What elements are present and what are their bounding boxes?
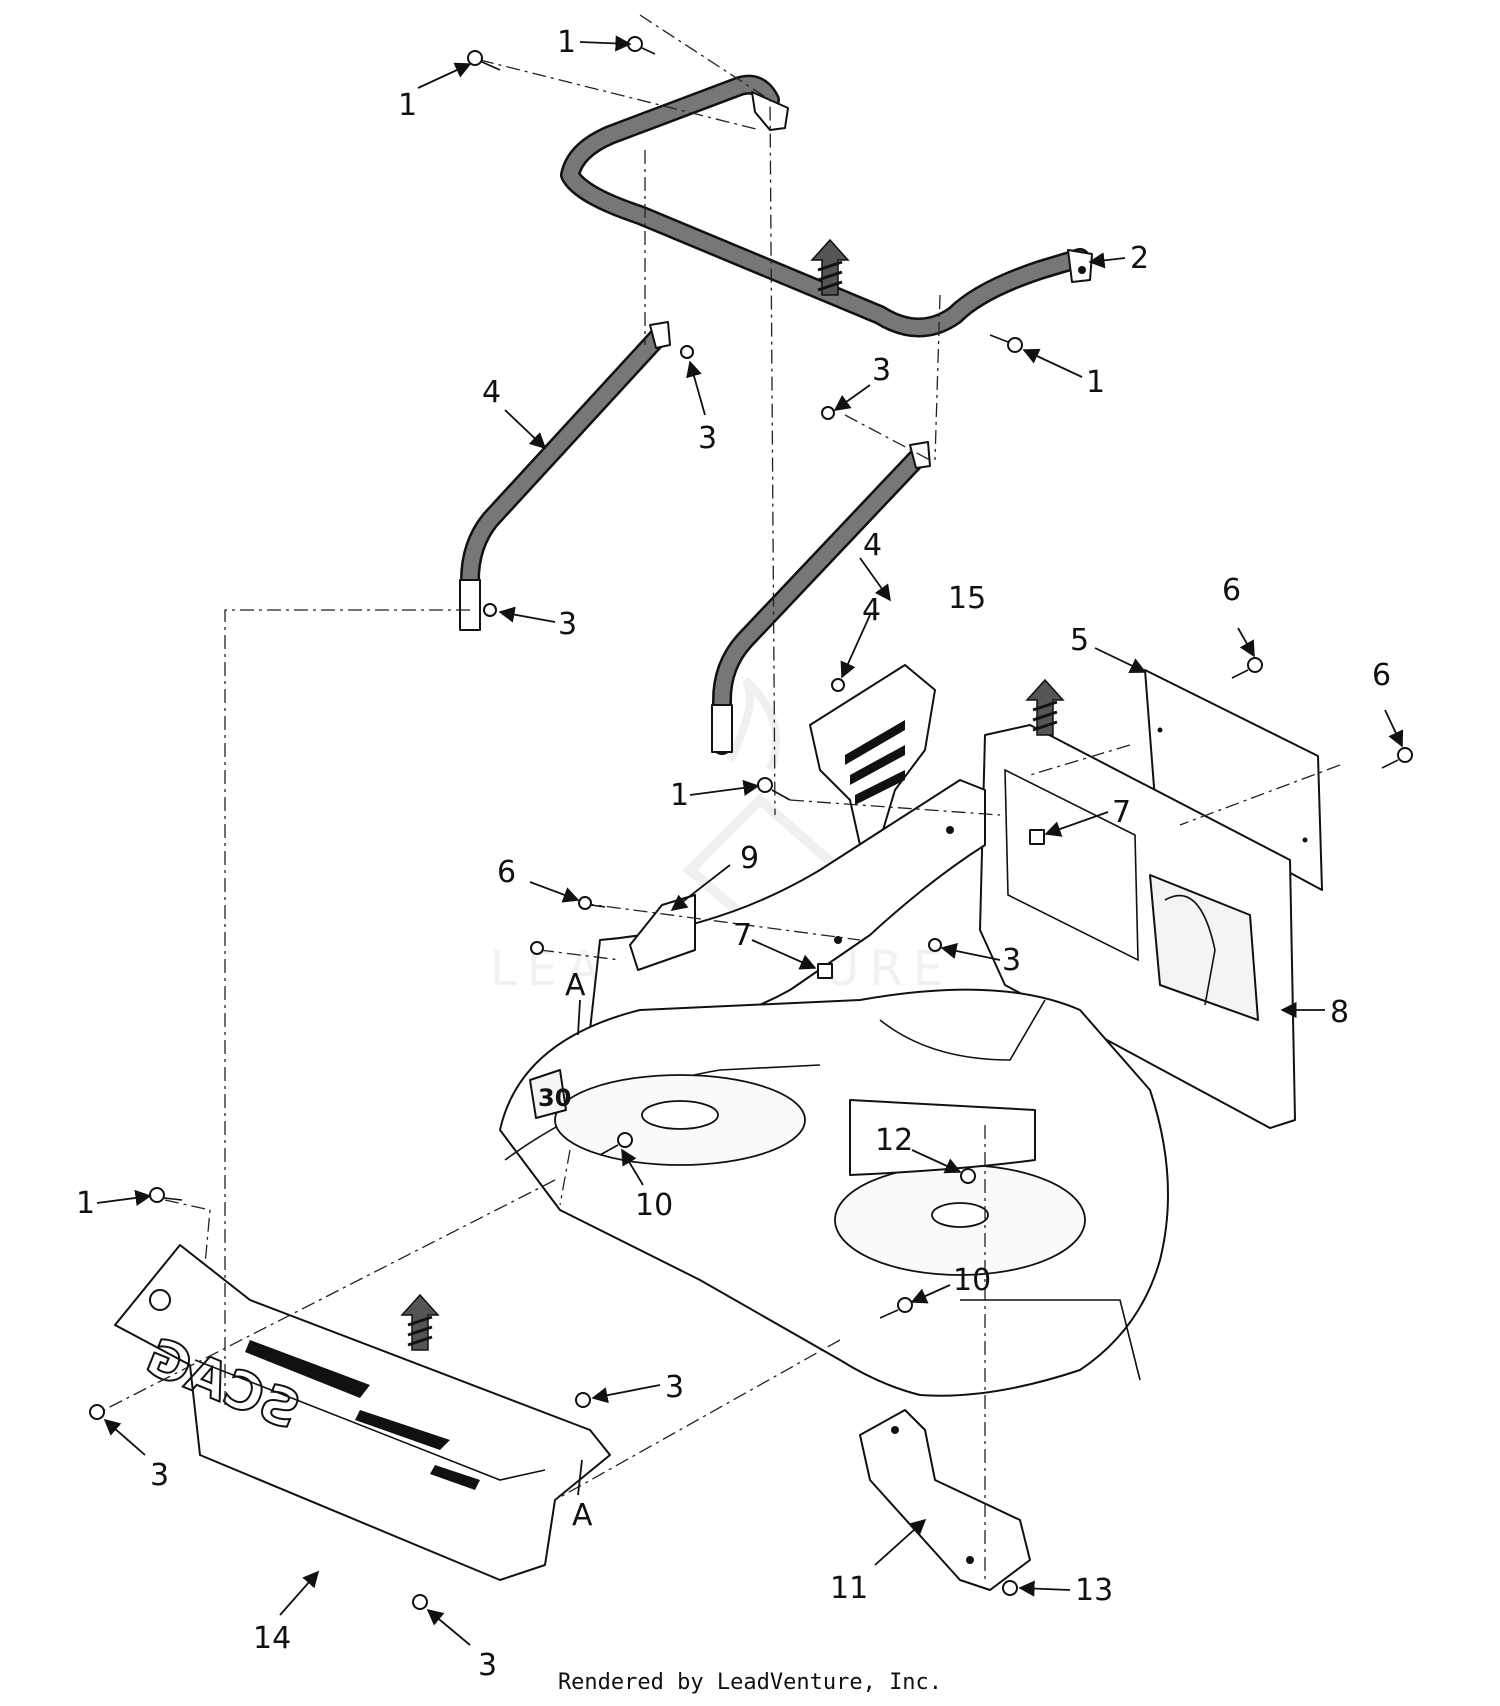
callout-15: 15 (948, 581, 986, 616)
callout-12: 12 (875, 1123, 913, 1158)
nut-3-e (89, 1404, 105, 1420)
callout-7: 7 (733, 918, 752, 953)
callout-1: 1 (670, 778, 689, 813)
direction-arrow-icon (1025, 678, 1065, 736)
bolt-1-d (757, 777, 791, 801)
fasteners (89, 36, 1413, 1610)
callout-3: 3 (872, 353, 891, 388)
callout-8: 8 (1330, 995, 1349, 1030)
callout-4: 4 (482, 375, 501, 410)
nut-12 (960, 1168, 976, 1184)
callout-1: 1 (398, 88, 417, 123)
callout-1: 1 (1086, 365, 1105, 400)
nut-3-c (483, 603, 497, 617)
part-5-cover-plate (1144, 669, 1323, 891)
callout-3: 3 (1002, 943, 1021, 978)
callout-14: 14 (253, 1621, 291, 1656)
callout-7: 7 (1112, 795, 1131, 830)
callout-3: 3 (558, 607, 577, 642)
callout-9: 9 (740, 841, 759, 876)
callout-1: 1 (557, 25, 576, 60)
callout-6: 6 (497, 855, 516, 890)
callout-11: 11 (830, 1571, 868, 1606)
stud-10-b (879, 1297, 913, 1319)
deck-size-badge: 30 (538, 1084, 571, 1112)
bolt-1-b (627, 36, 656, 55)
part-2-handle-bar (560, 74, 1093, 338)
part-14-front-baffle: SCAG (114, 1244, 611, 1581)
nut-13 (1002, 1580, 1018, 1596)
nut-3-f (575, 1392, 591, 1408)
render-credit: Rendered by LeadVenture, Inc. (557, 1670, 943, 1695)
callout-2: 2 (1130, 241, 1149, 276)
callout-10: 10 (953, 1263, 991, 1298)
callout-1: 1 (76, 1186, 95, 1221)
part-11-bottom-bracket (859, 1409, 1031, 1591)
mower-deck-shell: 30 (499, 988, 1169, 1397)
callout-A: A (565, 968, 586, 1003)
callout-3: 3 (698, 421, 717, 456)
clip-7-b (817, 963, 833, 979)
callout-5: 5 (1070, 623, 1089, 658)
direction-arrow-icon (810, 238, 850, 296)
callout-4: 4 (862, 593, 881, 628)
callout-6: 6 (1372, 658, 1391, 693)
direction-arrow-icon (400, 1293, 440, 1351)
part-15-bracket (809, 664, 936, 846)
assembly-lines (99, 14, 1341, 1580)
bolt-6-c (578, 896, 606, 910)
nut-3-d (928, 938, 942, 952)
bolt-1-c (989, 334, 1023, 353)
bolt-6-a (1231, 657, 1263, 679)
callout-3: 3 (665, 1370, 684, 1405)
callout-13: 13 (1075, 1573, 1113, 1608)
callout-3: 3 (150, 1458, 169, 1493)
callout-leaders (96, 35, 1404, 1646)
bolt-6-b (1381, 747, 1413, 769)
nut-3-a (680, 345, 694, 359)
stud-10-a (599, 1132, 633, 1156)
part-4-right-upright (711, 441, 931, 755)
bolt-1-e (149, 1187, 183, 1203)
nut-3-g (412, 1594, 428, 1610)
callout-labels: 1 1 1 1 1 2 3 3 3 3 3 3 3 4 4 4 5 6 6 6 … (76, 25, 1391, 1683)
callout-4: 4 (863, 528, 882, 563)
callout-3: 3 (478, 1648, 497, 1683)
nut-3-b (821, 406, 835, 420)
callout-A: A (572, 1498, 593, 1533)
part-4-left-upright (459, 321, 671, 631)
bolt-6-d (530, 941, 544, 955)
nut-4-stud (831, 678, 845, 692)
forward-direction-arrows (400, 238, 1065, 1351)
callout-6: 6 (1222, 573, 1241, 608)
clip-7-a (1029, 829, 1045, 845)
callout-10: 10 (635, 1188, 673, 1223)
bolt-1-a (467, 50, 501, 71)
